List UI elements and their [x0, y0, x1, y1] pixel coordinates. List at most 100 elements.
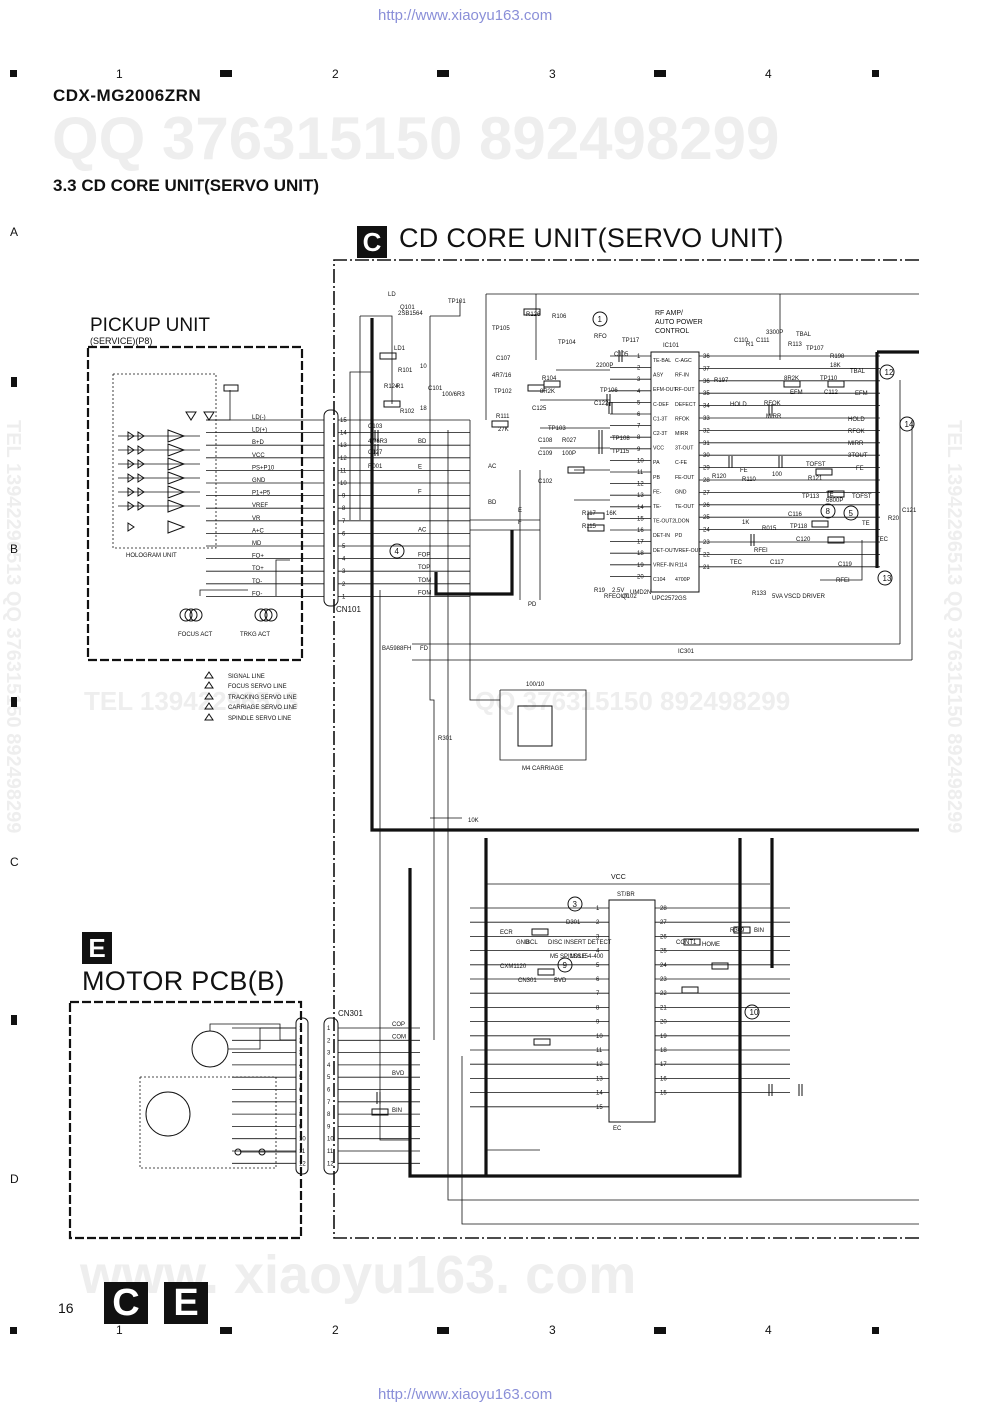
cn301-pin-number: 4	[327, 1063, 331, 1069]
ic301-label: VCC	[611, 874, 626, 881]
resistor	[491, 420, 509, 428]
reference-circle	[899, 416, 915, 432]
cn101-pin-number: 14	[340, 431, 347, 437]
legend-text: TRACKING SERVO LINE	[228, 695, 297, 701]
pickup-unit-title: PICKUP UNIT	[90, 315, 210, 336]
ic101-pin-right: 24	[703, 528, 710, 534]
page-number: 16	[58, 1300, 74, 1316]
wire	[379, 590, 410, 1141]
component-label: TP108	[612, 436, 630, 442]
ic101-pin-function: LDON	[675, 519, 690, 525]
cn301-pin-number: 1	[299, 1026, 303, 1032]
cn101-pin-name: VCC	[252, 453, 265, 459]
ic301-pin-right: 22	[660, 991, 667, 997]
ic101-pin-right: 31	[703, 441, 710, 447]
ic101-pin-right: 27	[703, 490, 710, 496]
ic101-pin-function: RFOK	[675, 416, 690, 422]
component-label: BIN	[754, 928, 764, 934]
cn101-pin-number: 6	[342, 531, 346, 537]
resistor	[537, 968, 555, 976]
component-label: TP103	[548, 426, 566, 432]
ic101-pin-function: ASY	[653, 373, 664, 379]
watermark-qq-mid: QQ 376315150 892498299	[475, 686, 791, 716]
cn101-pin-name: LD(+)	[252, 428, 267, 434]
wire	[447, 430, 919, 1201]
ic301-pin-left: 11	[596, 1048, 603, 1054]
ic101-pin-left: 14	[637, 505, 644, 511]
component-label: 3300P	[766, 330, 783, 336]
component-label: TP105	[492, 326, 510, 332]
ic301-pin-left: 14	[596, 1091, 603, 1097]
component-label: TP101	[448, 299, 466, 305]
ic101-pin-left: 3	[637, 377, 641, 383]
net-label: TBAL	[850, 369, 866, 375]
cn101-pin-number: 9	[342, 494, 346, 500]
block-c-badge: C	[357, 226, 387, 258]
resistor	[379, 352, 397, 360]
ic101-pin-function: C2-3T	[653, 431, 668, 437]
ic301-pin-left: 4	[596, 949, 600, 955]
cn101-pin-number: 11	[340, 468, 347, 474]
component-label: 1K	[742, 520, 749, 526]
focus-actuator-coil	[184, 608, 198, 622]
photodiode	[127, 487, 135, 497]
ic101-pin-left: 18	[637, 551, 644, 557]
net-label: TE	[862, 521, 870, 527]
ic101-pin-left: 5	[637, 400, 641, 406]
laser-wire	[206, 390, 231, 421]
component-label: Q102	[622, 594, 637, 600]
grid-column-4-bottom: 4	[765, 1323, 772, 1337]
component-label: F	[518, 520, 522, 526]
resistor	[383, 400, 401, 408]
q102-part-number: M4 CARRIAGE	[522, 766, 563, 772]
ic101-pin-left: 11	[637, 470, 644, 476]
cn101-pin-name: TO+	[252, 566, 264, 572]
photodiode	[137, 473, 145, 483]
ic301-pin-left: 10	[596, 1034, 603, 1040]
grid-column-1: 1	[116, 67, 123, 81]
focus-actuator-coil	[179, 608, 193, 622]
grid-row-a: A	[10, 225, 19, 239]
wire	[820, 540, 863, 581]
component-label: TP110	[820, 376, 838, 382]
cn301-pin-number: 2	[327, 1038, 331, 1044]
monitor-diode	[203, 411, 215, 421]
ic101-part-number: UPC2572GS	[652, 596, 687, 602]
ic101-pin-left: 6	[637, 412, 641, 418]
component-label: 27K	[498, 427, 509, 433]
net-label: MIRR	[848, 441, 864, 447]
resistor	[827, 490, 845, 498]
component-label: 100	[772, 472, 783, 478]
resistor	[783, 380, 801, 388]
net-label: TEC	[876, 537, 889, 543]
resistor	[587, 524, 605, 532]
ic101-pin-function: MIRR	[675, 431, 689, 437]
thick-bus	[434, 530, 514, 596]
legend-arrow	[204, 692, 214, 700]
ic101-pin-function: DET-IN	[653, 533, 670, 539]
cn101-net-label: TOP	[418, 565, 430, 571]
net-label: RFOK	[848, 429, 865, 435]
reference-number: 14	[905, 420, 914, 429]
cn301-pin-number: 5	[299, 1075, 303, 1081]
opamp	[167, 485, 186, 499]
wire	[429, 316, 435, 1040]
component-label: CD DRIVER	[792, 594, 826, 600]
registration-mark	[872, 70, 879, 77]
wire	[360, 315, 393, 404]
component-label: C127	[368, 450, 383, 456]
cn301-pin-number: 4	[299, 1063, 303, 1069]
ic301-pin-right: 28	[660, 906, 667, 912]
legend-arrow	[204, 702, 214, 710]
component-label: R117	[582, 511, 597, 517]
ic101-pin-function: RF-IN	[675, 373, 689, 379]
resistor	[533, 1038, 551, 1046]
ic301-ref: ST/BR	[617, 892, 635, 898]
component-label: C109	[538, 451, 553, 457]
reference-circle	[567, 896, 583, 912]
cn101-pin-number: 4	[342, 557, 346, 563]
ic101-pin-left: 13	[637, 493, 644, 499]
reference-circle	[843, 505, 859, 521]
registration-mark	[437, 1327, 449, 1334]
cn101-pin-number: 2	[342, 582, 346, 588]
